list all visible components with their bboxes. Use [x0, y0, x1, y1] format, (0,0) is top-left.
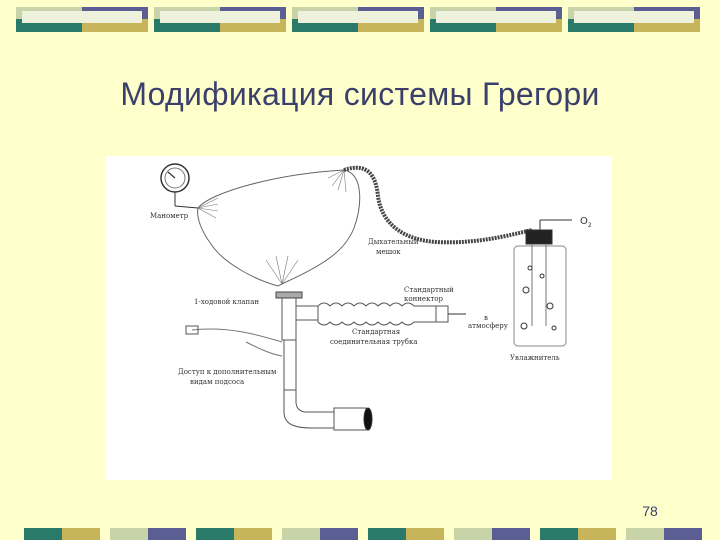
- vertical-stem: [283, 339, 297, 391]
- label-bag-line1: Дыхательный: [368, 238, 419, 246]
- humidifier-bottle: [513, 219, 572, 347]
- label-valve: 1-ходовой клапан: [194, 298, 259, 306]
- top-block-5: [568, 7, 700, 32]
- label-oxygen: О2: [580, 216, 592, 229]
- top-block-2: [154, 7, 286, 32]
- label-access-line2: видам подсоса: [190, 378, 244, 386]
- top-decoration-band: [16, 7, 700, 32]
- label-connector-line2: коннектор: [404, 295, 444, 303]
- label-atmosphere-line1: в: [484, 314, 488, 322]
- mask-outlet-icon: [363, 407, 373, 431]
- top-block-3: [292, 7, 424, 32]
- access-port-tube: [245, 341, 283, 357]
- label-tube-line1: Стандартная: [352, 328, 401, 336]
- access-port-line: [191, 328, 283, 343]
- bottom-stripes: [24, 528, 702, 540]
- label-tube-line2: соединительная трубка: [330, 338, 418, 346]
- slide-title: Модификация системы Грегори: [120, 76, 600, 112]
- access-port-cap: [185, 325, 199, 335]
- label-access-line1: Доступ к дополнительным: [178, 368, 277, 376]
- label-bag-line2: мешок: [376, 248, 401, 256]
- top-block-4: [430, 7, 562, 32]
- oxygen-supply-hose: [343, 165, 533, 245]
- label-humidifier: Увлажнитель: [510, 354, 560, 362]
- label-atmosphere-line2: атмосферу: [468, 322, 509, 330]
- page-number: 78: [642, 503, 658, 519]
- bottom-decoration-band: [24, 528, 702, 540]
- valve-collar: [275, 291, 303, 299]
- top-block-1: [16, 7, 148, 32]
- reservoir-bag-shape: [197, 169, 361, 287]
- manometer-gauge-icon: [160, 163, 199, 209]
- label-connector-line1: Стандартный: [404, 286, 454, 294]
- bag-outlet-rays: [197, 169, 347, 285]
- label-manometer: Манометр: [150, 212, 189, 220]
- gregory-system-diagram: Манометр Дыхательный мешок 1-ходовой кла…: [106, 156, 612, 480]
